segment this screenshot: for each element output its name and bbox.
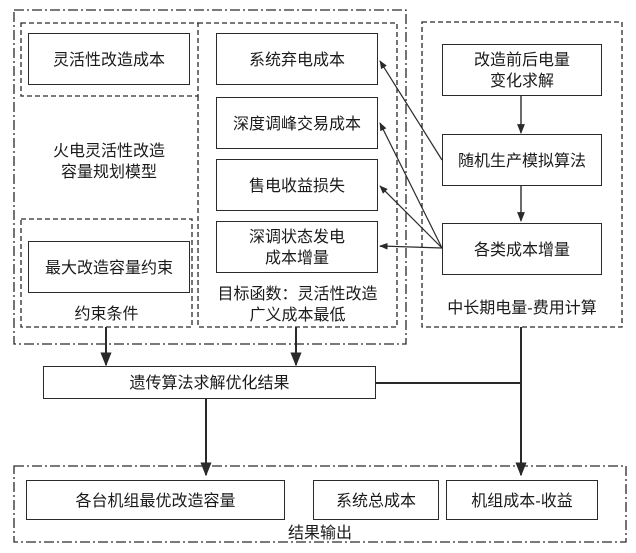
node-total-cost: 系统总成本: [313, 480, 439, 520]
node-max-capacity: 最大改造容量约束: [28, 241, 190, 293]
node-curtail-cost: 系统弃电成本: [216, 33, 378, 85]
output-group-border: [13, 465, 627, 543]
node-opt-capacity: 各台机组最优改造容量: [26, 480, 285, 520]
node-peak-trade-cost: 深度调峰交易成本: [216, 97, 378, 149]
constraints-label: 约束条件: [74, 304, 139, 323]
node-deep-gen-cost: 深调状态发电 成本增量: [216, 221, 378, 273]
model-group-border: [13, 9, 407, 345]
objective-group-border: [197, 22, 398, 328]
node-energy-change: 改造前后电量 变化求解: [442, 44, 602, 96]
arrow-cost-to-deepgen: [379, 242, 443, 250]
node-ga-solve: 遗传算法求解优化结果: [43, 366, 376, 399]
arrow-cost-to-sales: [379, 185, 443, 249]
arrow-cost-to-peak: [379, 122, 443, 249]
flex-cost-group-border: [20, 22, 199, 97]
objective-label: 目标函数：灵活性改造 广义成本最低: [217, 284, 378, 324]
node-cost-increment: 各类成本增量: [442, 223, 602, 275]
calc-label: 中长期电量-费用计算: [447, 298, 597, 317]
model-title: 火电灵活性改造 容量规划模型: [52, 141, 165, 181]
node-sales-loss: 售电收益损失: [216, 159, 378, 211]
node-prob-sim: 随机生产模拟算法: [442, 134, 602, 186]
output-label: 结果输出: [287, 523, 352, 542]
node-flex-cost: 灵活性改造成本: [28, 33, 190, 85]
node-unit-cost-benefit: 机组成本-收益: [446, 480, 598, 520]
arrow-sim-to-curtail: [379, 60, 443, 161]
